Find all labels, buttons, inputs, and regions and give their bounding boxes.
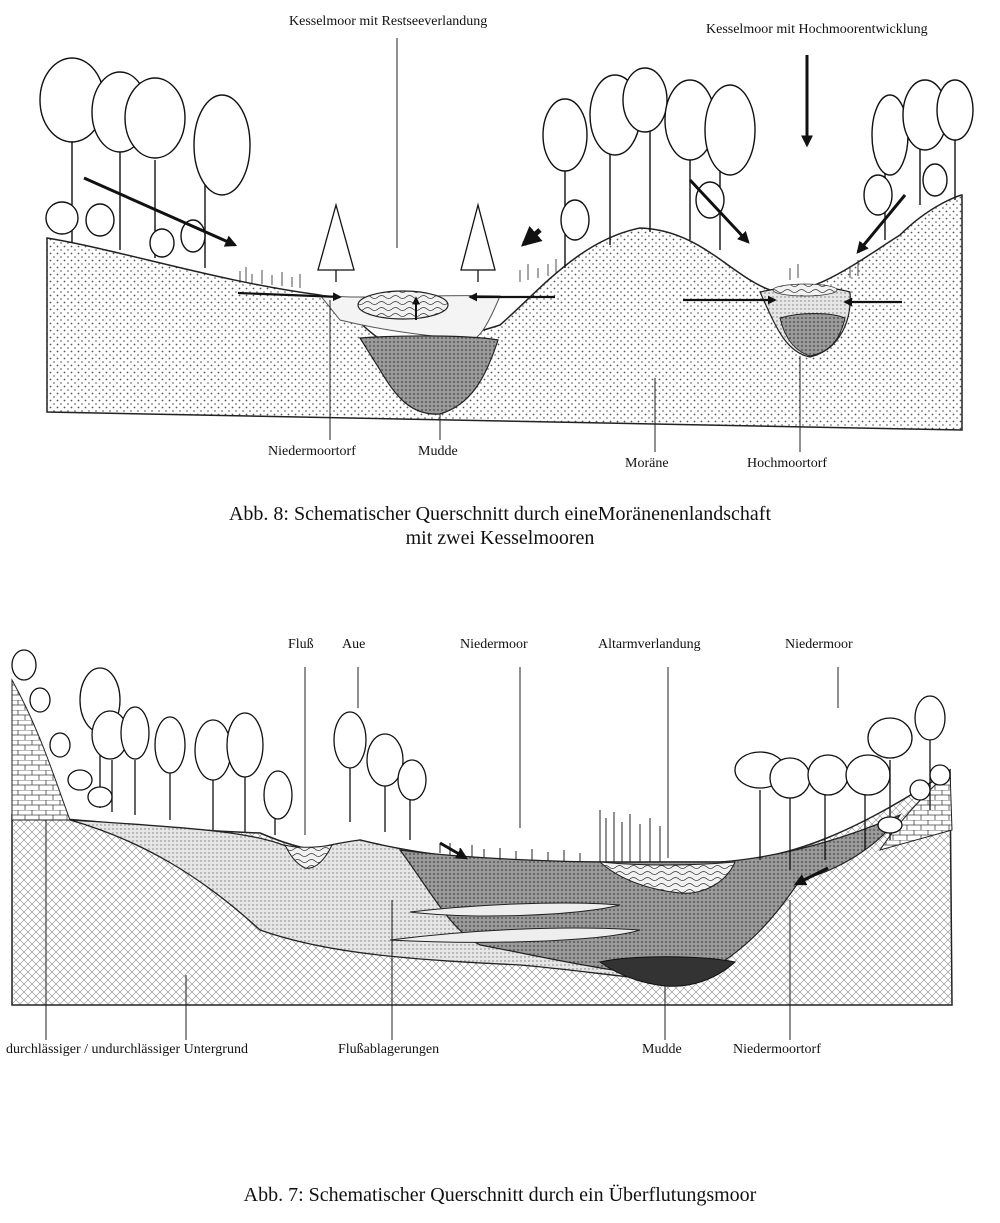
label-fluss: Fluß: [288, 637, 314, 652]
fig8-trees-left: [39, 57, 251, 268]
label-mudde-fig8: Mudde: [418, 444, 458, 459]
label-aue: Aue: [342, 637, 366, 652]
fig8-mudde-basin: [358, 335, 499, 415]
fig7-fluss: [284, 844, 333, 869]
fig8-cross-section: [39, 38, 974, 452]
label-niedermoortorf-fig7: Niedermoortorf: [733, 1042, 821, 1057]
fig8-trees-right: [542, 67, 974, 268]
label-mudde-fig7: Mudde: [642, 1042, 682, 1057]
fig7-trees: [11, 649, 951, 870]
label-hochmoortorf: Hochmoortorf: [747, 456, 828, 471]
caption-fig7: Abb. 7: Schematischer Querschnitt durch …: [243, 1184, 757, 1206]
label-niedermoor-2: Niedermoor: [785, 637, 853, 652]
caption-fig8-line1: Abb. 8: Schematischer Querschnitt durch …: [228, 503, 772, 525]
label-kesselmoor-restsee: Kesselmoor mit Restseeverlandung: [289, 14, 488, 29]
label-flussablagerungen: Flußablagerungen: [338, 1042, 440, 1057]
label-moraene: Moräne: [625, 456, 669, 471]
label-niedermoortorf-fig8: Niedermoortorf: [268, 444, 356, 459]
fig7-mudde: [598, 956, 737, 987]
label-niedermoor-1: Niedermoor: [460, 637, 528, 652]
caption-fig8-line2: mit zwei Kesselmooren: [405, 527, 595, 549]
fig8-restsee: [357, 290, 449, 320]
label-kesselmoor-hochmoor: Kesselmoor mit Hochmoorentwicklung: [706, 22, 928, 37]
label-untergrund: durchlässiger / undurchlässiger Untergru…: [6, 1042, 248, 1057]
fig8-moraine-fill: [46, 194, 963, 431]
fig7-altarm: [598, 861, 736, 894]
label-altarmverlandung: Altarmverlandung: [598, 637, 701, 652]
fig7-cross-section: [11, 649, 953, 1040]
